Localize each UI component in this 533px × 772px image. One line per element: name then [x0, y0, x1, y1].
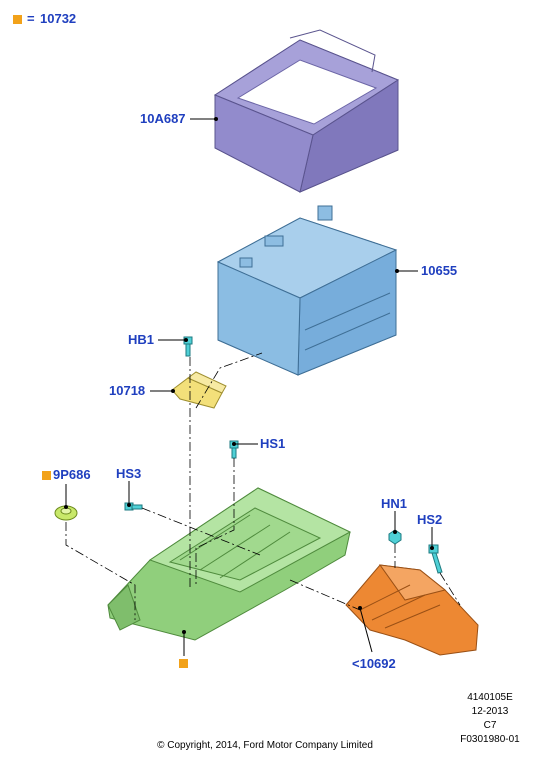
assembly-lines: [65, 352, 461, 620]
plug-9p686-part: [54, 505, 78, 521]
footer-ref: 4140105E: [467, 692, 513, 703]
label-plug: 9P686: [53, 467, 91, 482]
label-cover: 10A687: [140, 111, 186, 126]
label-hs3: HS3: [116, 466, 142, 481]
footer-copyright: © Copyright, 2014, Ford Motor Company Li…: [157, 740, 373, 751]
label-battery: 10655: [421, 263, 458, 278]
legend-code: 10732: [40, 11, 77, 26]
label-hs1: HS1: [260, 436, 286, 451]
battery-tray-part: [107, 487, 352, 641]
footer-code: F0301980-01: [460, 734, 520, 745]
battery-part: [216, 205, 398, 376]
leader-lines: [64, 117, 434, 656]
label-hs2: HS2: [417, 512, 443, 527]
label-hb1: HB1: [128, 332, 155, 347]
footer-date: 12-2013: [471, 706, 509, 717]
tray-marker: [179, 659, 188, 668]
label-hn1: HN1: [381, 496, 408, 511]
legend-equals: =: [27, 11, 35, 26]
label-clamp: 10718: [109, 383, 146, 398]
label-bracket: <10692: [352, 656, 396, 671]
plug-marker: [42, 471, 51, 480]
legend-marker: [13, 15, 22, 24]
hold-down-clamp-part: [171, 371, 227, 409]
tray-support-bracket-part: [345, 564, 479, 656]
footer-rev: C7: [483, 720, 497, 731]
battery-cover-part: [213, 29, 400, 193]
